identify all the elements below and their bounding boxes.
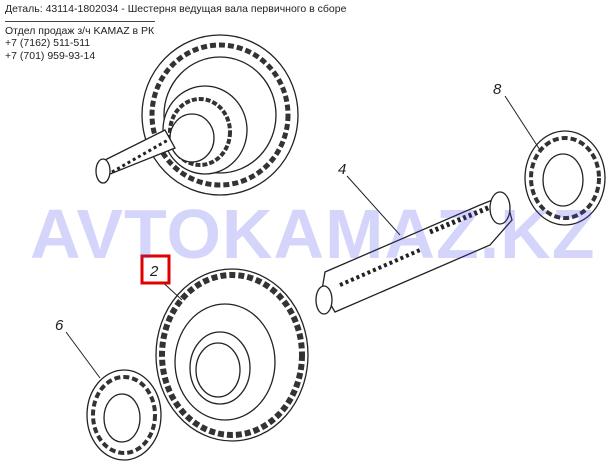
header-divider <box>5 20 155 22</box>
callout-6: 6 <box>55 317 64 334</box>
gear-2 <box>155 268 309 442</box>
phone-2: +7 (701) 959-93-14 <box>5 49 96 62</box>
sales-department: Отдел продаж з/ч KAMAZ в РК <box>5 24 155 37</box>
phone-1: +7 (7162) 511-511 <box>5 37 91 50</box>
highlight-box <box>140 254 171 285</box>
assembled-gear-group <box>95 34 299 196</box>
callout-8: 8 <box>493 81 502 98</box>
part-title: Деталь: 43114-1802034 - Шестерня ведущая… <box>5 3 347 15</box>
bearing-8 <box>524 130 606 226</box>
callout-4: 4 <box>338 161 346 178</box>
primary-shaft <box>315 191 513 315</box>
leader-lines <box>65 95 541 379</box>
bearing-6 <box>86 369 162 461</box>
header-block: Деталь: 43114-1802034 - Шестерня ведущая… <box>5 3 365 62</box>
callout-2-highlighted: 2 <box>149 263 159 280</box>
